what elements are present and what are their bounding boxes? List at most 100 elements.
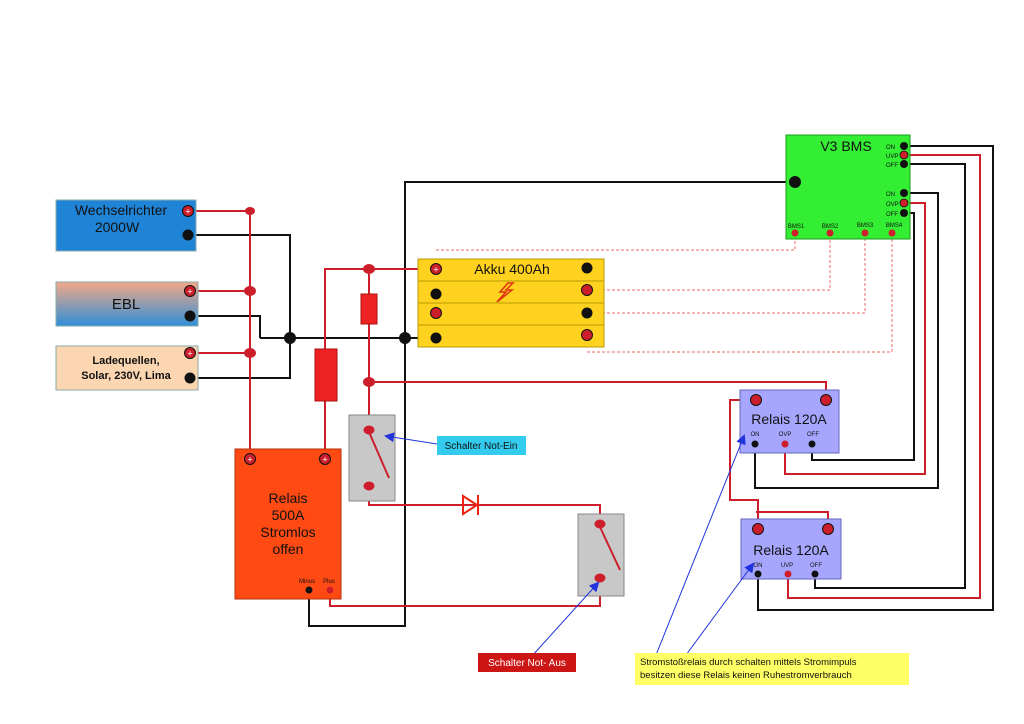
plus-icon: + [433, 265, 438, 275]
relay-500-label-3: Stromlos [260, 524, 315, 540]
switch-lever [368, 431, 390, 479]
battery-terminal[interactable] [430, 288, 442, 300]
callout-emergency-off-text: Schalter Not- Aus [488, 658, 566, 669]
junctions [244, 207, 411, 387]
relay-pin[interactable] [784, 570, 792, 578]
bms-sense-pin[interactable] [826, 229, 834, 237]
fuse-small [360, 293, 378, 325]
relay-pin[interactable] [751, 440, 759, 448]
arrow-icon [384, 432, 438, 445]
inverter-minus-terminal[interactable] [182, 229, 194, 241]
battery-terminal[interactable] [430, 307, 442, 319]
ebl-label: EBL [112, 296, 140, 313]
lightning-icon [496, 282, 515, 303]
relay-pin-label: UVP [781, 563, 793, 569]
bms-pin[interactable] [899, 150, 909, 160]
inverter-box: Wechselrichter 2000W + [55, 199, 197, 252]
relay-500-coil-minus[interactable] [305, 586, 313, 594]
relay-120-uvp-box: Relais 120A ON UVP OFF [740, 518, 842, 580]
relay-pin[interactable] [754, 570, 762, 578]
relay-120-ovp-title: Relais 120A [751, 411, 827, 427]
battery-terminal[interactable] [581, 284, 593, 296]
relay-pin[interactable] [811, 570, 819, 578]
relay-500-minus-label: Minus [299, 579, 315, 585]
switch-emergency-off[interactable] [577, 513, 625, 597]
switch-contact [363, 425, 375, 435]
relay-pin-label: OFF [810, 563, 822, 569]
bms-sense-pin[interactable] [791, 229, 799, 237]
callout-arrows [384, 432, 755, 657]
junction [284, 332, 296, 344]
bms-pin[interactable] [899, 198, 909, 208]
switch-contact [594, 519, 606, 529]
arrow-icon [685, 562, 755, 656]
relay-pin-label: ON [751, 432, 760, 438]
charge-sources-label-2: Solar, 230V, Lima [81, 370, 171, 382]
bms-sense-label: BMS3 [857, 223, 874, 229]
relay-pin[interactable] [781, 440, 789, 448]
battery-terminal[interactable] [581, 307, 593, 319]
callout-emergency-off: Schalter Not- Aus [478, 653, 576, 672]
relay-pin-label: OFF [807, 432, 819, 438]
relay-pin-label: ON [754, 563, 763, 569]
bms-pin[interactable] [900, 160, 908, 168]
junction [244, 348, 256, 358]
switch-lever [599, 526, 621, 571]
relay-500-plus-label: Plus [323, 579, 335, 585]
relay-120-ovp-terminal[interactable] [820, 394, 832, 406]
battery-plus-terminal[interactable] [430, 263, 442, 275]
bms-sense-label: BMS1 [788, 224, 805, 230]
bms-pin-label: ON [886, 192, 895, 198]
bms-pin[interactable] [900, 142, 908, 150]
relay-500-box: Relais 500A Stromlos offen + + Minus Plu… [234, 448, 342, 600]
switch-emergency-on[interactable] [348, 414, 396, 502]
note-background [635, 653, 909, 685]
relay-120-ovp-box: Relais 120A ON OVP OFF [739, 389, 840, 454]
relay-120-uvp-terminal[interactable] [752, 523, 764, 535]
bms-pin-label: OFF [886, 212, 898, 218]
junction [399, 332, 411, 344]
switch-contact [363, 481, 375, 491]
black-wires [188, 145, 994, 627]
relay-500-coil-plus[interactable] [326, 586, 334, 594]
diode [462, 494, 479, 516]
note-line-1: Stromstoßrelais durch schalten mittels S… [640, 657, 857, 668]
charge-sources-label-1: Ladequellen, [92, 355, 159, 367]
relay-120-ovp-terminal[interactable] [750, 394, 762, 406]
battery-label: Akku 400Ah [474, 261, 550, 277]
note-box: Stromstoßrelais durch schalten mittels S… [635, 653, 909, 685]
battery-minus-terminal[interactable] [430, 332, 442, 344]
note-line-2: besitzen diese Relais keinen Ruhestromve… [640, 670, 852, 681]
plus-icon: + [322, 455, 327, 465]
relay-500-body [234, 448, 342, 600]
relay-500-input-terminal[interactable] [244, 453, 256, 465]
bms-pin[interactable] [900, 209, 908, 217]
relay-pin[interactable] [808, 440, 816, 448]
bms-pin-label: ON [886, 145, 895, 151]
ebl-body [55, 281, 199, 327]
battery-terminal[interactable] [581, 262, 593, 274]
relay-500-label-4: offen [273, 541, 304, 557]
switch-contact [594, 573, 606, 583]
bms-pin[interactable] [900, 189, 908, 197]
plus-icon: + [187, 349, 192, 359]
inverter-plus-terminal[interactable] [182, 205, 194, 217]
bms-title: V3 BMS [820, 138, 871, 154]
relay-500-output-terminal[interactable] [319, 453, 331, 465]
relay-120-uvp-terminal[interactable] [822, 523, 834, 535]
callout-emergency-off-box [478, 653, 576, 672]
ebl-minus-terminal[interactable] [184, 310, 196, 322]
charge-sources-plus-terminal[interactable] [184, 347, 196, 359]
inverter-label-2: 2000W [95, 219, 140, 235]
arrow-icon [655, 434, 746, 656]
battery-box: Akku 400Ah + [417, 258, 605, 348]
relay-500-label-2: 500A [272, 507, 305, 523]
ebl-plus-terminal[interactable] [184, 285, 196, 297]
bms-ground-terminal[interactable] [789, 176, 801, 188]
charge-sources-minus-terminal[interactable] [184, 372, 196, 384]
battery-terminal[interactable] [581, 329, 593, 341]
bms-sense-pin[interactable] [861, 229, 869, 237]
bms-sense-label: BMS4 [886, 223, 903, 229]
bms-sense-pin[interactable] [888, 229, 896, 237]
